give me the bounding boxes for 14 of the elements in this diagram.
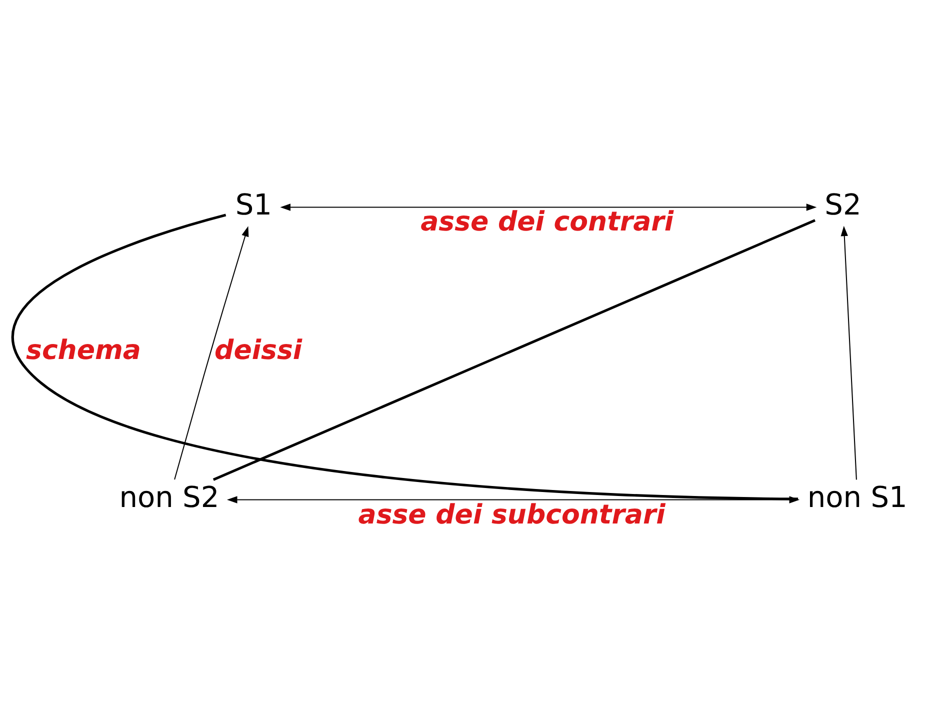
edge-label: schema [26, 334, 141, 366]
edge-label: asse dei subcontrari [358, 499, 666, 530]
node-text: non S2 [119, 480, 220, 514]
connector [212, 219, 816, 481]
node-text: S1 [235, 187, 272, 222]
edge-label: deissi [214, 334, 302, 366]
node-text: S2 [824, 187, 862, 222]
arrow [280, 204, 817, 211]
arrow [226, 496, 800, 504]
node-text: non S1 [807, 480, 908, 514]
connector [12, 214, 798, 500]
arrow [174, 226, 249, 480]
arrow [840, 226, 857, 480]
edge-label: asse dei contrari [420, 206, 674, 238]
